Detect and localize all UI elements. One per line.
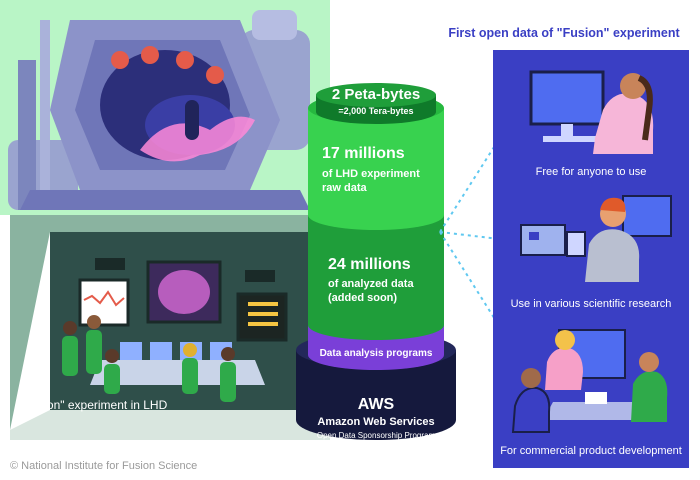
raw-desc-1: of LHD experiment: [322, 168, 420, 180]
person: [63, 321, 77, 335]
attendee-2-head: [639, 352, 659, 372]
use-case-2-caption: Use in various scientific research: [510, 298, 672, 310]
coil: [206, 66, 224, 84]
person-body: [220, 362, 236, 402]
scientist-hair: [600, 197, 626, 212]
person-braid: [637, 75, 653, 141]
copyright: © National Institute for Fusion Science: [10, 460, 198, 472]
aws-full: Amazon Web Services: [317, 416, 435, 428]
control-room-floor: [10, 410, 330, 440]
control-room-wall: [10, 215, 330, 430]
plasma: [140, 116, 255, 162]
person: [87, 315, 101, 329]
coil: [176, 51, 194, 69]
attendee-1-body: [511, 386, 551, 433]
analyzed-count: 24 millions: [328, 256, 411, 273]
computer-monitor: [529, 70, 605, 126]
coil: [111, 51, 129, 69]
panel-bar: [248, 322, 278, 326]
lab-instrument: [520, 224, 566, 256]
sign: [245, 270, 275, 282]
graph-line: [83, 290, 125, 307]
raw-desc-2: raw data: [322, 182, 367, 194]
lhd-label: "Fusion" experiment in LHD: [20, 398, 168, 412]
lab-instrument-2: [566, 231, 586, 257]
analyzed-desc-1: of analyzed data: [328, 278, 414, 290]
analyzed-desc-2: (added soon): [328, 292, 398, 304]
use-case-1-art: [529, 70, 654, 154]
total-size-sub: =2,000 Tera-bytes: [338, 106, 414, 116]
tank-right-top: [252, 10, 297, 40]
use-case-panel: Free for anyone to use Use in various sc…: [493, 50, 689, 468]
use-case-2-art: [520, 195, 672, 282]
use-case-1-caption: Free for anyone to use: [535, 166, 647, 178]
aws-layer: [296, 350, 456, 440]
keyboard: [543, 136, 613, 142]
use-case-3-caption: For commercial product development: [500, 445, 682, 457]
use-case-art: [511, 70, 672, 433]
walkway: [20, 190, 310, 210]
raw-layer: [308, 108, 444, 230]
heading: First open data of "Fusion" experiment: [448, 26, 680, 40]
panel-bar: [248, 312, 278, 316]
person-body: [182, 358, 198, 394]
person-shirt: [593, 93, 654, 154]
monitor-graph: [78, 278, 130, 327]
aws-label: AWS: [357, 396, 395, 413]
laptop: [585, 392, 607, 404]
instrument-screen: [529, 232, 539, 240]
presenter-body: [545, 347, 583, 390]
use-case-3-art: [511, 329, 668, 433]
desk-monitor: [120, 342, 142, 360]
attendee-2-body: [631, 371, 668, 422]
coil: [141, 46, 159, 64]
panel-bar: [248, 302, 278, 306]
attendee-1-head: [521, 368, 541, 388]
meeting-table: [543, 402, 653, 420]
person: [183, 343, 197, 357]
aws-program: Open Data Sponsorship Program: [316, 431, 436, 440]
sign: [95, 258, 125, 270]
person-body: [86, 330, 102, 374]
monitor-stand: [561, 124, 573, 136]
cylinder-cap-top: [316, 83, 436, 107]
person: [105, 349, 119, 363]
presenter-head: [555, 330, 575, 350]
desk-monitor: [150, 342, 172, 360]
total-size: 2 Peta-bytes: [331, 86, 421, 103]
programs-label: Data analysis programs: [319, 348, 433, 359]
plasma-view: [158, 270, 210, 314]
lab-monitor: [622, 195, 672, 237]
person-body: [104, 364, 120, 394]
analyzed-layer: [308, 210, 444, 340]
pipe-left-2: [40, 20, 50, 210]
pipe-left: [18, 60, 36, 210]
port: [185, 100, 199, 140]
scientist-body: [585, 229, 640, 282]
monitor-panel: [236, 292, 288, 342]
raw-count: 17 millions: [322, 145, 405, 162]
person: [221, 347, 235, 361]
data-cylinder: [296, 83, 456, 440]
person-body: [62, 336, 78, 376]
people: [62, 315, 236, 402]
